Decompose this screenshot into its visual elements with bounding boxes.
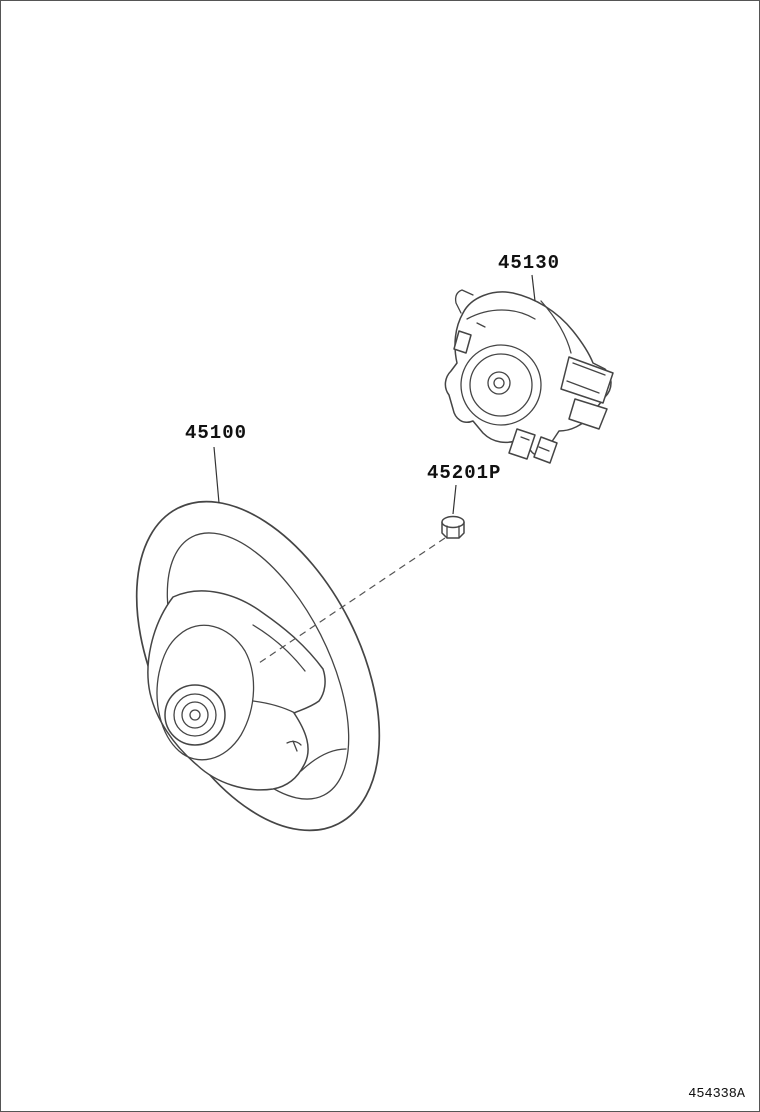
leader-line-45130 (531, 274, 536, 302)
hub-ring-inner (181, 701, 209, 729)
spiral-cable-hub (487, 371, 511, 395)
pad-notch (476, 322, 486, 328)
hub-shaft (189, 709, 201, 721)
steering-wheel-drawing (135, 500, 381, 832)
spiral-cable-outer (460, 344, 542, 426)
diagram-code: 454338A (688, 1087, 745, 1102)
part-label-45100[interactable]: 45100 (185, 422, 248, 444)
spoke-crease-upper (252, 624, 306, 672)
pad-cover-edge (466, 309, 536, 320)
part-label-45130[interactable]: 45130 (498, 252, 561, 274)
horn-pad-inner-outline (156, 624, 255, 761)
bottom-spoke-junction (300, 748, 347, 772)
pad-hook (454, 289, 474, 314)
horn-pad-assembly-drawing (444, 289, 614, 464)
dashed-assembly-line (258, 537, 446, 664)
bottom-tab-left (508, 428, 536, 460)
connector-block-upper-lines (566, 362, 606, 394)
part-label-45201P[interactable]: 45201P (427, 462, 502, 484)
bottom-tab-lines (520, 436, 550, 452)
spiral-cable-center (493, 377, 505, 389)
spiral-cable-mid (469, 353, 533, 417)
connector-block-upper (560, 356, 614, 404)
pad-left-bracket (453, 330, 472, 354)
leader-line-45201P (452, 484, 457, 515)
leader-line-45100 (213, 446, 220, 504)
hub-ring-middle (173, 693, 217, 737)
clip-detail (286, 740, 302, 752)
pad-cover-side (540, 300, 572, 354)
nut-top-face (441, 515, 465, 529)
connector-block-lower (568, 398, 608, 430)
spoke-crease-lower (252, 700, 296, 714)
nut-facet-lines (446, 525, 460, 539)
set-nut-drawing (441, 515, 465, 539)
